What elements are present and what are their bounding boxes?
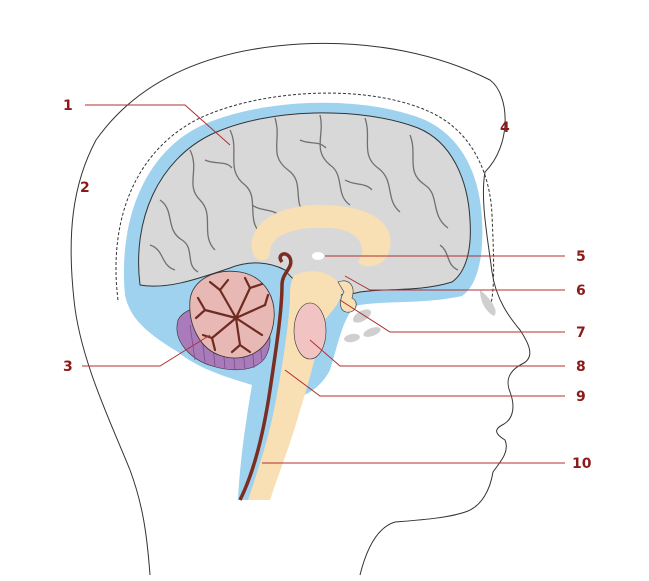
label-1: 1 — [63, 98, 73, 114]
head-outline — [70, 42, 531, 576]
label-6: 6 — [576, 283, 586, 299]
pons — [293, 302, 327, 360]
arbor-vitae — [194, 276, 270, 354]
leader-8 — [309, 339, 565, 367]
cerebellum — [189, 270, 275, 359]
ventricle — [312, 252, 324, 260]
leader-9 — [284, 369, 565, 397]
leader-1 — [85, 104, 231, 146]
label-3: 3 — [63, 359, 73, 375]
sulci — [149, 114, 459, 273]
label-10: 10 — [572, 456, 592, 472]
skull — [115, 92, 495, 309]
label-8: 8 — [576, 359, 586, 375]
label-5: 5 — [576, 249, 586, 265]
vessel — [238, 252, 293, 501]
leader-7 — [339, 299, 565, 333]
label-4: 4 — [500, 120, 510, 136]
nasal-structures — [344, 290, 496, 343]
corpus-callosum — [251, 205, 391, 267]
number-labels: 1 2 3 4 5 6 7 8 9 10 — [63, 98, 592, 472]
leader-3 — [82, 334, 211, 367]
leader-lines — [82, 104, 565, 464]
label-2: 2 — [80, 180, 90, 196]
label-7: 7 — [576, 325, 586, 341]
label-9: 9 — [576, 389, 586, 405]
leader-6 — [344, 275, 565, 291]
